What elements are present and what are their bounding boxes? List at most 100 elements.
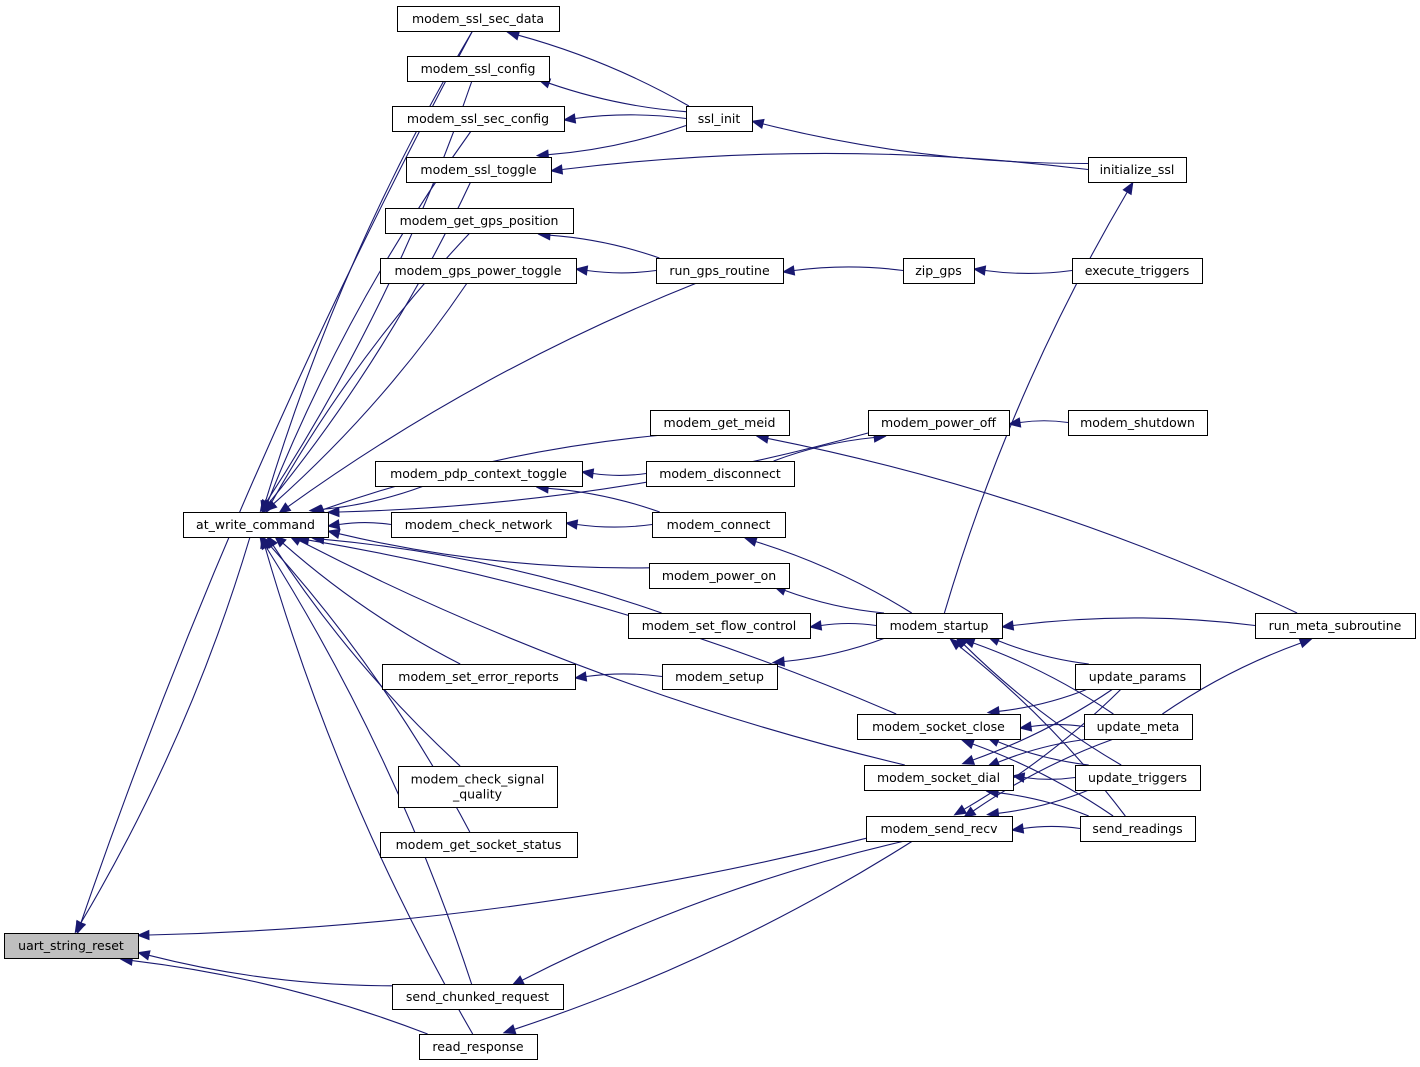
node-label: update_params <box>1089 669 1186 684</box>
node-box <box>628 613 811 639</box>
node-modem-ssl-sec-config[interactable]: modem_ssl_sec_config <box>392 106 565 132</box>
edge-modem_set_flow_control-to-at_write_command <box>323 538 662 614</box>
edge-read_response-to-uart_string_reset <box>131 960 428 1035</box>
node-zip-gps[interactable]: zip_gps <box>903 258 975 284</box>
node-modem-socket-close[interactable]: modem_socket_close <box>857 714 1021 740</box>
node-modem-get-gps-position[interactable]: modem_get_gps_position <box>385 208 574 234</box>
node-at-write-command[interactable]: at_write_command <box>183 512 329 538</box>
node-box <box>382 664 576 690</box>
node-label: _quality <box>452 787 503 802</box>
node-run-meta-subroutine[interactable]: run_meta_subroutine <box>1255 613 1416 639</box>
node-label: read_response <box>432 1039 523 1054</box>
node-label: update_triggers <box>1088 770 1187 785</box>
edge-modem_check_signal_quality-to-at_write_command <box>272 545 461 767</box>
edge-update_params-to-modem_socket_close <box>998 688 1089 712</box>
node-update-params[interactable]: update_params <box>1075 664 1201 690</box>
node-modem-pdp-context-toggle[interactable]: modem_pdp_context_toggle <box>375 461 583 487</box>
edge-run_gps_routine-to-modem_get_gps_position <box>549 234 660 259</box>
edge-at_write_command-to-uart_string_reset <box>80 536 251 924</box>
node-box <box>650 410 790 436</box>
node-box <box>392 984 564 1010</box>
node-modem-power-on[interactable]: modem_power_on <box>649 563 790 589</box>
arrowhead-ssl_init <box>750 118 765 130</box>
arrowhead-modem_setup <box>771 656 785 667</box>
arrowhead-at_write_command <box>264 499 278 512</box>
node-ssl-init[interactable]: ssl_init <box>686 106 753 132</box>
node-update-meta[interactable]: update_meta <box>1084 714 1193 740</box>
node-box <box>1068 410 1208 436</box>
node-modem-ssl-sec-data[interactable]: modem_ssl_sec_data <box>397 6 560 32</box>
arrowhead-modem_ssl_toggle <box>549 164 564 175</box>
node-box <box>1084 714 1193 740</box>
node-modem-get-meid[interactable]: modem_get_meid <box>650 410 790 436</box>
edge-update_meta-to-modem_send_recv <box>972 738 1114 812</box>
edge-modem_send_recv-to-uart_string_reset <box>148 837 867 936</box>
node-run-gps-routine[interactable]: run_gps_routine <box>656 258 784 284</box>
node-modem-ssl-toggle[interactable]: modem_ssl_toggle <box>406 157 552 183</box>
node-send-readings[interactable]: send_readings <box>1080 816 1196 842</box>
node-modem-send-recv[interactable]: modem_send_recv <box>866 816 1013 842</box>
node-modem-set-flow-control[interactable]: modem_set_flow_control <box>628 613 811 639</box>
node-label: zip_gps <box>915 263 962 278</box>
node-box <box>1075 664 1201 690</box>
node-modem-connect[interactable]: modem_connect <box>652 512 786 538</box>
node-box <box>397 6 560 32</box>
node-uart-string-reset[interactable]: uart_string_reset <box>4 933 139 959</box>
node-label: modem_get_meid <box>664 415 776 430</box>
edge-modem_startup-to-initialize_ssl <box>943 191 1128 614</box>
edge-update_meta-to-run_meta_subroutine <box>1162 642 1301 715</box>
arrowhead-modem_set_error_reports <box>573 671 588 682</box>
node-send-chunked-request[interactable]: send_chunked_request <box>392 984 564 1010</box>
node-modem-set-error-reports[interactable]: modem_set_error_reports <box>382 664 576 690</box>
node-box <box>183 512 329 538</box>
edge-send_readings-to-modem_send_recv <box>1022 825 1081 830</box>
node-box <box>392 106 565 132</box>
node-read-response[interactable]: read_response <box>419 1034 538 1060</box>
node-modem-disconnect[interactable]: modem_disconnect <box>646 461 795 487</box>
node-modem-check-network[interactable]: modem_check_network <box>391 512 567 538</box>
edge-update_meta-to-modem_startup <box>973 642 1114 715</box>
edge-modem_socket_dial-to-at_write_command <box>299 540 905 766</box>
node-box <box>380 832 578 858</box>
arrowhead-uart_string_reset <box>76 920 87 935</box>
node-label: modem_ssl_config <box>421 61 536 76</box>
node-label: modem_socket_dial <box>877 770 1000 785</box>
node-modem-power-off[interactable]: modem_power_off <box>868 410 1010 436</box>
node-box <box>1255 613 1416 639</box>
edge-update_params-to-modem_socket_dial <box>972 688 1114 761</box>
edge-modem_shutdown-to-modem_power_off <box>1019 420 1069 424</box>
node-label: send_chunked_request <box>406 989 549 1004</box>
node-box <box>866 816 1013 842</box>
node-modem-gps-power-toggle[interactable]: modem_gps_power_toggle <box>380 258 577 284</box>
node-box <box>646 461 795 487</box>
edge-modem_pdp_context_toggle-to-at_write_command <box>320 485 424 511</box>
node-label: modem_socket_close <box>872 719 1005 734</box>
node-modem-startup[interactable]: modem_startup <box>876 613 1003 639</box>
arrowhead-modem_send_recv <box>953 804 968 816</box>
edge-zip_gps-to-run_gps_routine <box>793 266 904 272</box>
node-label: at_write_command <box>196 517 315 532</box>
node-box <box>876 613 1003 639</box>
arrowhead-modem_ssl_sec_config <box>562 113 577 124</box>
node-box <box>652 512 786 538</box>
node-update-triggers[interactable]: update_triggers <box>1075 765 1201 791</box>
node-modem-check-signal-quality[interactable]: modem_check_signal_quality <box>398 766 558 808</box>
edge-modem_startup-to-modem_setup <box>783 637 886 663</box>
node-label: modem_send_recv <box>880 821 998 836</box>
arrowhead-uart_string_reset <box>136 929 150 941</box>
node-label: modem_check_network <box>405 517 553 532</box>
node-modem-socket-dial[interactable]: modem_socket_dial <box>864 765 1014 791</box>
node-modem-shutdown[interactable]: modem_shutdown <box>1068 410 1208 436</box>
node-modem-setup[interactable]: modem_setup <box>662 664 778 690</box>
edge-modem_socket_close-to-at_write_command <box>308 539 897 715</box>
node-execute-triggers[interactable]: execute_triggers <box>1072 258 1203 284</box>
node-box <box>380 258 577 284</box>
arrowhead-uart_string_reset <box>137 950 151 961</box>
node-label: modem_ssl_toggle <box>420 162 537 177</box>
node-modem-get-socket-status[interactable]: modem_get_socket_status <box>380 832 578 858</box>
node-initialize-ssl[interactable]: initialize_ssl <box>1088 157 1187 183</box>
node-label: modem_connect <box>667 517 771 532</box>
node-modem-ssl-config[interactable]: modem_ssl_config <box>407 56 550 82</box>
arrowhead-modem_send_recv <box>1010 823 1025 834</box>
